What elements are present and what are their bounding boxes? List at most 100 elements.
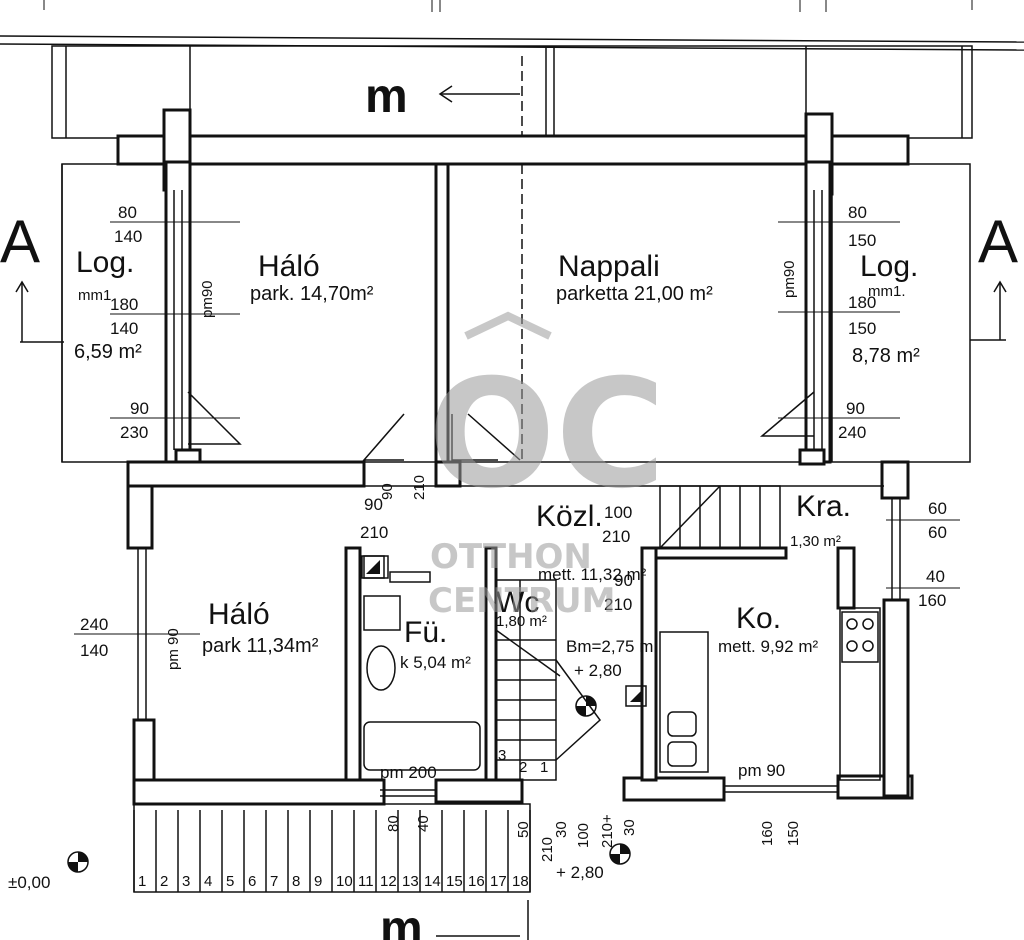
stair-step-number: 15 [446,873,463,890]
watermark-line2: CENTRUM [428,581,615,621]
upper-stair [659,485,781,549]
room-furdo: Fü. k 5,04 m² [400,616,471,672]
stair-step-number: 8 [292,873,300,890]
stair-step-number: 4 [204,873,212,890]
svg-text:210: 210 [411,475,428,500]
room-area: 6,59 m² [74,341,142,363]
svg-text:60: 60 [928,499,947,518]
svg-text:Bm=2,75 m: Bm=2,75 m [566,637,653,656]
svg-text:80: 80 [118,203,137,222]
level-symbols: ±0,00 [8,695,631,892]
stair-step-number: 5 [226,873,234,890]
room-wc: Wc 1,80 m² [496,586,547,630]
dims-log-left: 80 140 180 140 90 230 [110,203,149,442]
top-edge-marks [0,0,1024,51]
svg-text:90: 90 [364,495,383,514]
room-area: parketta 21,00 m² [556,283,713,305]
room-name: Háló [208,598,270,631]
svg-text:40: 40 [926,567,945,586]
room-name: Háló [258,250,320,283]
svg-text:150: 150 [848,231,876,250]
stair-step-number: 10 [336,873,353,890]
svg-text:240: 240 [80,615,108,634]
svg-text:90: 90 [130,399,149,418]
stair-num-2: 2 [519,759,527,776]
room-log-left: Log. mm1 6,59 m² [74,246,142,363]
north-arrow: m [365,56,523,136]
watermark: OC OTTHON CENTRUM [428,311,666,621]
svg-text:pm 90: pm 90 [738,761,785,780]
stair-step-number: 1 [138,873,146,890]
room-area: park. 14,70m² [250,283,374,305]
room-nappali: Nappali parketta 21,00 m² [556,250,713,305]
room-name: Log. [860,250,918,283]
stair-step-number: 7 [270,873,278,890]
dims-log-right: 80 150 180 150 90 240 [838,203,876,442]
room-halo-top: Háló park. 14,70m² [250,250,374,305]
room-area: 1,80 m² [496,613,547,630]
section-label-right: A [978,208,1018,275]
room-kamra: Kra. 1,30 m² [790,490,851,550]
svg-text:40: 40 [415,815,432,832]
svg-text:210+: 210+ [599,814,616,848]
svg-text:140: 140 [114,227,142,246]
door-swings-top [187,391,815,461]
room-halo-bottom: Háló park 11,34m² [202,598,319,657]
svg-text:30: 30 [553,821,570,838]
svg-text:80: 80 [385,815,402,832]
svg-text:150: 150 [785,821,802,846]
watermark-logo: OC [428,348,666,522]
svg-text:100: 100 [604,503,632,522]
section-mark-left: A [0,208,64,343]
room-log-right: Log. mm1. 8,78 m² [852,250,920,367]
svg-text:pm90: pm90 [199,280,216,318]
lower-walls [126,460,914,806]
north-symbol: m [365,70,408,123]
svg-text:160: 160 [759,821,776,846]
svg-text:230: 230 [120,423,148,442]
stair-step-number: 3 [182,873,190,890]
svg-text:140: 140 [80,641,108,660]
inner-stair: 3 2 1 [495,579,602,781]
dimension-lines [74,221,960,635]
north-symbol-bottom: m [380,902,423,940]
svg-text:pm 200: pm 200 [380,763,437,782]
stair-num-1: 1 [540,759,548,776]
stair-num-3: 3 [498,747,506,764]
svg-text:160: 160 [918,591,946,610]
svg-text:100: 100 [575,823,592,848]
bottom-north: m [380,900,529,940]
watermark-line1: OTTHON [430,537,592,577]
svg-text:210: 210 [539,837,556,862]
section-mark-right: A [970,208,1018,341]
svg-text:60: 60 [928,523,947,542]
svg-text:pm90: pm90 [781,260,798,298]
stair-step-number: 16 [468,873,485,890]
stair-step-number: 18 [512,873,529,890]
room-area: k 5,04 m² [400,653,471,672]
room-area: mett. 11,32 m² [538,565,647,584]
svg-text:pm 90: pm 90 [165,628,182,670]
dims-pm90: pm90 pm90 pm 90 pm 90 pm 200 [165,260,798,782]
svg-text:90: 90 [379,483,396,500]
stair-step-number: 6 [248,873,256,890]
svg-text:150: 150 [848,319,876,338]
kitchen-fixtures [361,555,881,781]
room-name: Kra. [796,490,851,523]
svg-text:90: 90 [614,571,633,590]
svg-text:30: 30 [621,819,638,836]
room-sub: mm1. [868,283,906,300]
stair-step-number: 14 [424,873,441,890]
section-label-left: A [0,208,40,275]
level-zero: ±0,00 [8,873,50,892]
svg-text:180: 180 [848,293,876,312]
svg-text:50: 50 [515,821,532,838]
top-rooms [164,160,832,488]
svg-text:210: 210 [602,527,630,546]
stair-step-number: 12 [380,873,397,890]
room-name: Ko. [736,602,781,635]
svg-text:+ 2,80: + 2,80 [574,661,622,680]
stair-step-number: 17 [490,873,507,890]
